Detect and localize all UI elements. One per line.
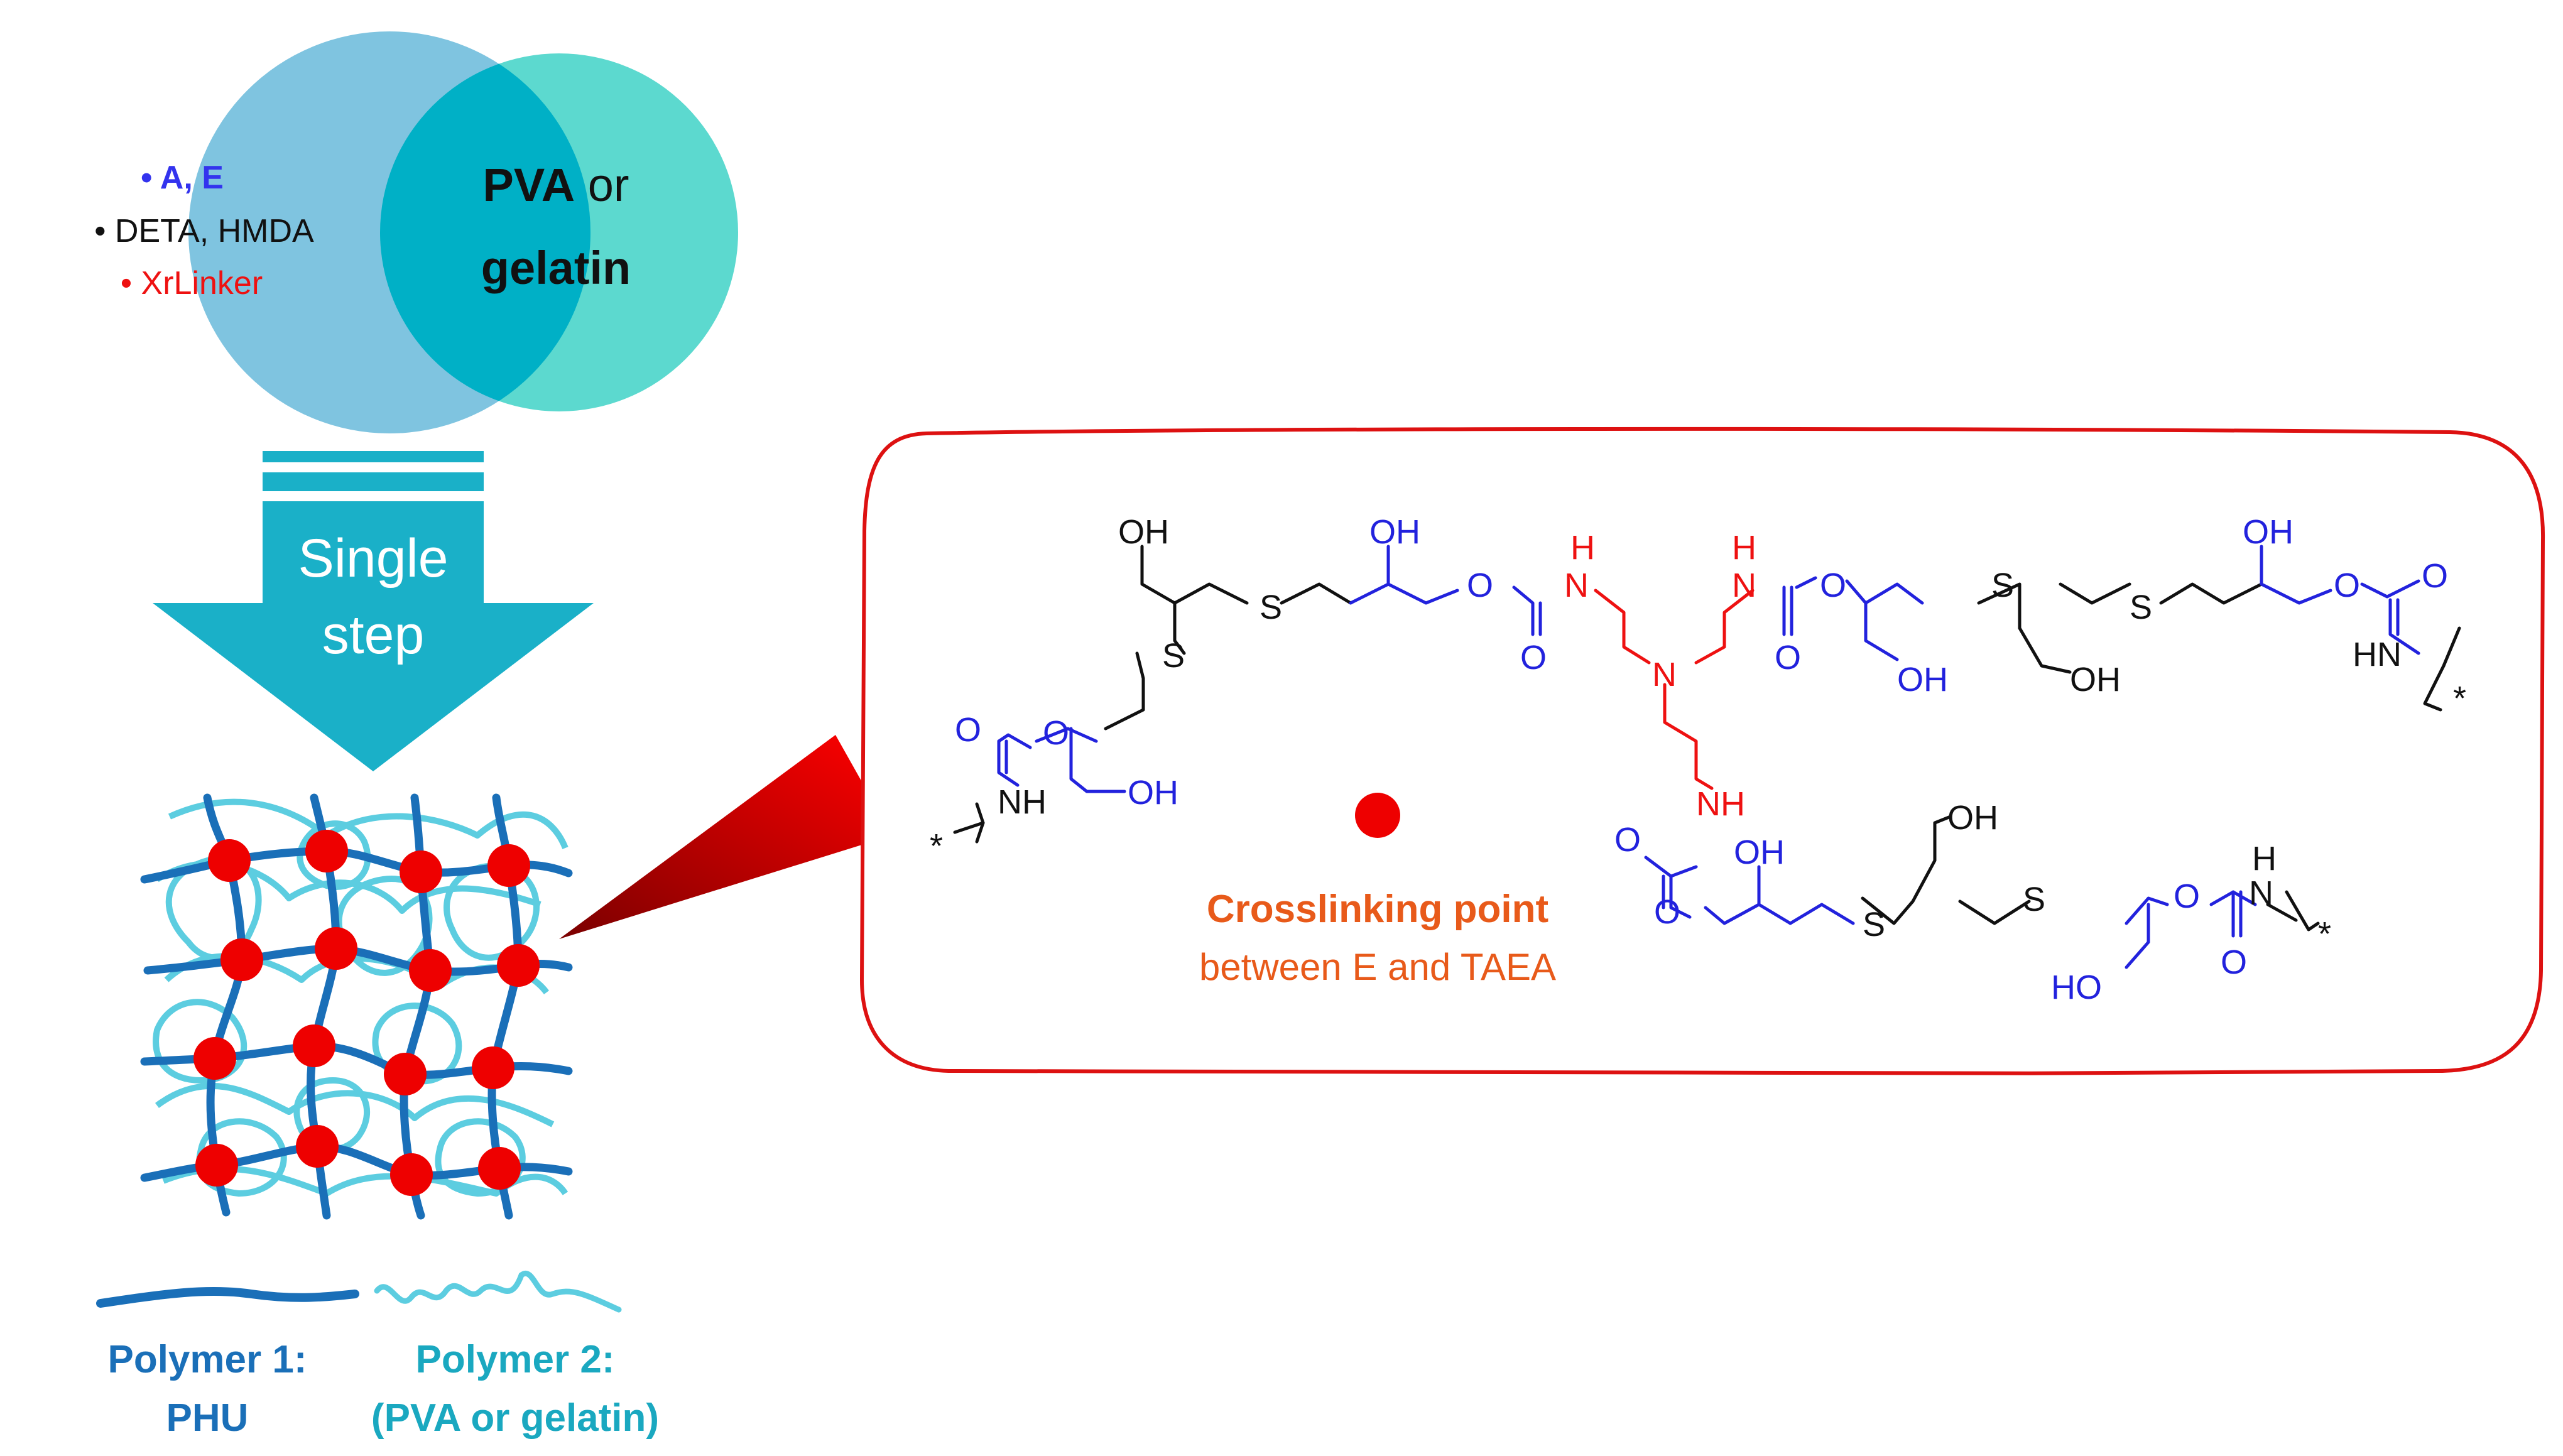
atom-label: N	[2249, 874, 2273, 912]
atom-label: O	[1654, 893, 1680, 931]
atom-label: O	[1467, 567, 1493, 604]
atom-label: OH	[1118, 513, 1169, 551]
venn-item-xrlinker: • XrLinker	[121, 265, 263, 302]
atom-label: O	[2221, 943, 2247, 981]
crosslink-node	[400, 850, 442, 893]
crosslink-node	[315, 927, 357, 970]
atom-label: OH	[1897, 661, 1948, 698]
legend-polymer1-line2: PHU	[166, 1396, 249, 1440]
atom-label: S	[1991, 567, 2014, 604]
atom-label: O	[1820, 567, 1846, 604]
atom-label: N	[1732, 567, 1756, 604]
legend: Polymer 1: PHU Polymer 2: (PVA or gelati…	[96, 1271, 659, 1440]
atom-label: OH	[1947, 799, 1998, 837]
crosslink-node	[384, 1053, 427, 1095]
crosslink-node	[193, 1037, 236, 1080]
venn-pva-label: PVA	[482, 159, 575, 211]
crosslink-node	[472, 1046, 514, 1089]
legend-polymer2-line1: Polymer 2:	[415, 1338, 614, 1381]
arrow-shape	[153, 501, 594, 771]
atom-label: S	[2130, 589, 2152, 626]
arrow-bar-top	[263, 451, 484, 462]
venn-or-label: or	[575, 159, 629, 211]
chemical-structure: OH S S OH O O H N H N N NH O O OH S OH S…	[930, 513, 2466, 1006]
crosslink-node	[220, 938, 263, 981]
atom-label: HN	[2353, 636, 2402, 673]
atom-label: H	[1732, 529, 1756, 567]
atom-label: HO	[2051, 969, 2102, 1006]
crosslink-node	[296, 1125, 339, 1168]
callout-box	[859, 426, 2545, 1077]
atom-label: S	[1260, 589, 1282, 626]
venn-item-ae: • A, E	[141, 160, 224, 196]
arrow-label-line2: step	[322, 605, 425, 665]
bonds-red	[1594, 589, 1755, 790]
crosslink-node	[390, 1153, 433, 1196]
legend-polymer2-line2: (PVA or gelatin)	[371, 1396, 659, 1440]
atom-label: O	[955, 711, 981, 749]
atom-label: O	[2174, 877, 2200, 915]
atom-label: NH	[998, 783, 1047, 821]
crosslink-node	[208, 839, 251, 882]
atom-label: N	[1564, 567, 1589, 604]
atom-label: H	[1570, 529, 1595, 567]
atom-label: O	[1614, 821, 1641, 859]
atom-label: OH	[2070, 661, 2121, 698]
atom-label: S	[2023, 881, 2045, 918]
atom-label: H	[2252, 840, 2277, 877]
atom-label: O	[1043, 714, 1069, 752]
crosslink-nodes	[193, 830, 540, 1196]
atom-label: S	[1162, 637, 1185, 675]
atom-label: NH	[1696, 785, 1745, 823]
venn-right-line2: gelatin	[481, 242, 631, 294]
crosslink-node	[293, 1024, 335, 1067]
venn-overlap	[380, 53, 590, 411]
atom-label: O	[1520, 639, 1547, 676]
atom-labels: OH S S OH O O H N H N N NH O O OH S OH S…	[930, 513, 2466, 1006]
venn-item-deta-hmda: • DETA, HMDA	[94, 213, 314, 249]
venn-diagram: • A, E • DETA, HMDA • XrLinker PVA or ge…	[94, 31, 738, 433]
atom-label: O	[2334, 567, 2360, 604]
crosslink-point-marker	[1355, 793, 1400, 838]
atom-label: *	[2318, 915, 2331, 953]
atom-label: O	[2422, 557, 2448, 595]
arrow-bar-middle	[263, 472, 484, 491]
atom-label: OH	[1734, 834, 1785, 871]
atom-label: *	[2453, 680, 2466, 717]
atom-label: O	[1775, 639, 1801, 676]
single-step-arrow: Single step	[153, 451, 594, 771]
polymer-network	[140, 793, 573, 1220]
atom-label: OH	[1128, 774, 1178, 812]
arrow-label-line1: Single	[298, 528, 448, 589]
crosslink-node	[497, 944, 540, 987]
crosslink-node	[478, 1147, 521, 1190]
bonds-black	[953, 545, 2461, 932]
legend-polymer1-line1: Polymer 1:	[107, 1338, 307, 1381]
atom-label: *	[930, 827, 943, 865]
legend-polymer2-line	[374, 1271, 622, 1313]
crosslink-node	[487, 844, 530, 887]
crosslink-node	[195, 1144, 238, 1187]
callout-subtitle: between E and TAEA	[1199, 946, 1556, 988]
venn-right-line1: PVA or	[482, 159, 629, 211]
callout-title: Crosslinking point	[1207, 888, 1548, 931]
crosslink-node	[305, 830, 348, 872]
bonds-blue	[997, 545, 2420, 969]
callout-pointer	[559, 735, 892, 939]
atom-label: N	[1652, 656, 1677, 693]
crosslink-node	[409, 949, 452, 992]
atom-label: OH	[1369, 513, 1420, 551]
legend-polymer1-line	[96, 1287, 359, 1308]
atom-label: OH	[2243, 513, 2294, 551]
atom-label: S	[1863, 906, 1885, 943]
